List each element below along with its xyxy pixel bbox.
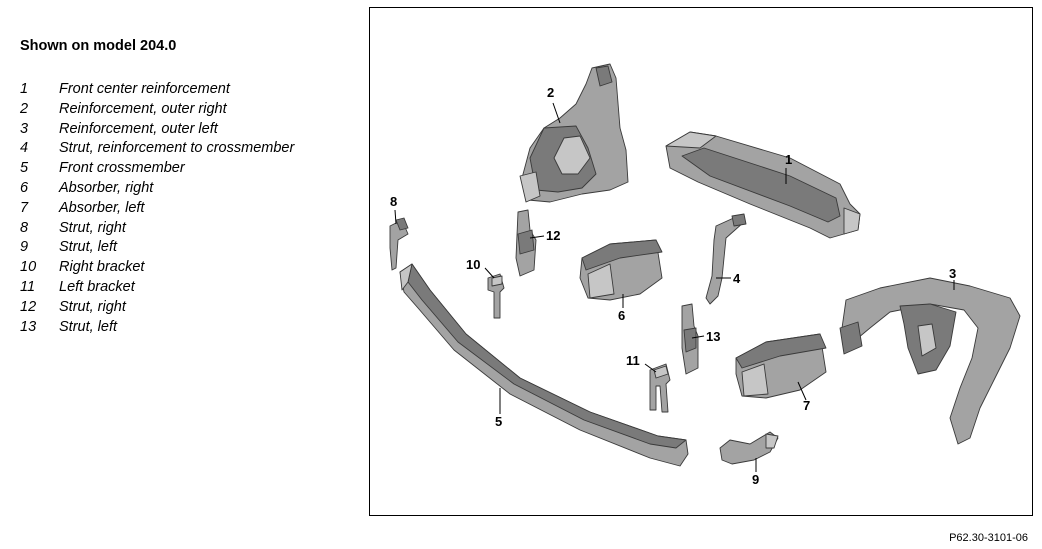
part-12-strut-right [515,209,537,277]
legend-label: Strut, reinforcement to crossmember [59,140,295,157]
part-8-strut-right [389,217,409,271]
callout-3: 3 [949,266,956,281]
legend-item: 11 Left bracket [20,278,294,298]
part-5-front-crossmember [399,263,689,467]
part-7-absorber-left [735,333,827,399]
callout-11: 11 [626,353,640,368]
legend-label: Strut, left [59,318,118,335]
legend-number: 7 [20,199,29,216]
legend-number: 4 [20,140,29,157]
callout-9: 9 [752,472,759,487]
legend-label: Absorber, right [59,179,154,196]
legend-label: Strut, right [59,298,126,315]
legend-number: 1 [20,81,29,97]
legend-number: 11 [20,278,36,295]
legend-number: 5 [20,160,29,177]
callout-2: 2 [547,85,554,100]
legend-item: 3 Reinforcement, outer left [20,120,294,140]
legend-number: 9 [20,239,29,256]
legend-item: 12 Strut, right [20,298,294,318]
legend-item: 6 Absorber, right [20,179,294,199]
callout-7: 7 [803,398,810,413]
legend-item: 10 Right bracket [20,258,294,278]
part-1-front-center-reinforcement [665,131,861,239]
legend-item: 4 Strut, reinforcement to crossmember [20,139,294,159]
callout-1: 1 [785,152,792,167]
legend-item: 13 Strut, left [20,318,294,338]
part-4-strut-reinforcement-to-crossmember [705,213,747,305]
legend-number: 2 [20,100,29,117]
legend-number: 8 [20,219,29,236]
legend-item: 8 Strut, right [20,219,294,239]
legend-number: 3 [20,120,29,137]
legend-item: 1 Front center reinforcement [20,80,294,100]
legend-number: 10 [20,259,37,276]
legend-label: Left bracket [59,278,135,295]
part-11-left-bracket [649,363,671,413]
part-13-strut-left [681,303,699,375]
callout-13: 13 [706,329,720,344]
part-9-strut-left [719,431,779,465]
legend-number: 13 [20,318,37,335]
legend-label: Front crossmember [59,160,185,177]
part-6-absorber-right [579,239,663,301]
figure-reference-code: P62.30-3101-06 [949,532,1028,544]
part-2-reinforcement-outer-right [519,63,629,203]
legend-number: 12 [20,298,37,315]
legend-label: Absorber, left [59,199,145,216]
callout-4: 4 [733,271,741,286]
legend-item: 2 Reinforcement, outer right [20,100,294,120]
legend-label: Strut, left [59,239,118,256]
legend-label: Front center reinforcement [59,81,230,97]
diagram-title: Shown on model 204.0 [20,38,177,54]
legend-item: 9 Strut, left [20,238,294,258]
part-3-reinforcement-outer-left [839,277,1021,445]
callout-leaders [394,102,955,472]
part-10-right-bracket [487,273,505,319]
legend-item: 5 Front crossmember [20,159,294,179]
callout-numbers: 2 1 3 4 5 6 7 8 9 10 11 12 13 [390,85,956,487]
legend-label: Reinforcement, outer left [59,120,218,137]
callout-10: 10 [466,257,480,272]
legend-number: 6 [20,179,29,196]
exploded-parts-drawing: 2 1 3 4 5 6 7 8 9 10 11 12 13 [389,63,1021,487]
legend-label: Strut, right [59,219,126,236]
exploded-view-frame: 2 1 3 4 5 6 7 8 9 10 11 12 13 [369,7,1033,516]
legend-label: Right bracket [59,259,145,276]
legend-label: Reinforcement, outer right [59,100,227,117]
legend-item: 7 Absorber, left [20,199,294,219]
callout-8: 8 [390,194,397,209]
callout-5: 5 [495,414,502,429]
callout-6: 6 [618,308,625,323]
callout-12: 12 [546,228,560,243]
